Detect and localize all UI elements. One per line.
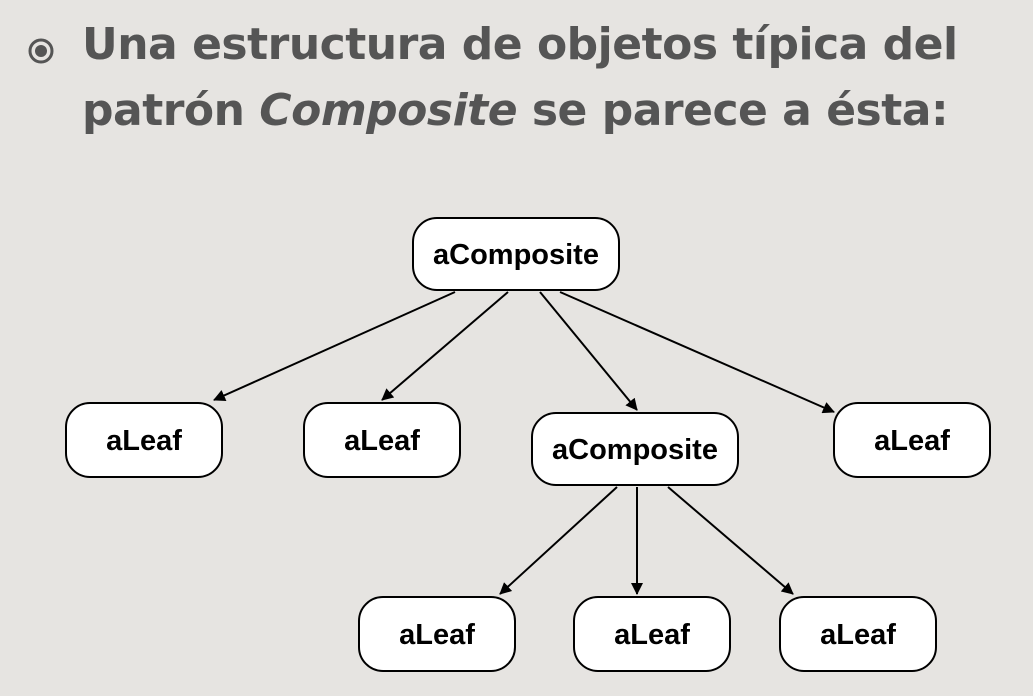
node-leaf1: aLeaf — [65, 402, 223, 478]
node-box — [65, 402, 223, 478]
node-leaf5: aLeaf — [573, 596, 731, 672]
node-root: aComposite — [412, 217, 620, 291]
node-leaf3: aLeaf — [833, 402, 991, 478]
node-label: aLeaf — [874, 425, 950, 457]
node-box — [531, 412, 739, 486]
node-leaf6: aLeaf — [779, 596, 937, 672]
node-box — [833, 402, 991, 478]
node-box — [779, 596, 937, 672]
heading-line2-suffix: se parece a ésta: — [517, 85, 949, 136]
edge-root-to-composite2 — [539, 291, 638, 411]
node-label: aComposite — [552, 434, 718, 466]
node-box — [412, 217, 620, 291]
edge-composite2-to-leaf6 — [667, 486, 794, 595]
node-leaf2: aLeaf — [303, 402, 461, 478]
node-label: aLeaf — [106, 425, 182, 457]
node-box — [303, 402, 461, 478]
edges — [213, 291, 835, 595]
edge-root-to-leaf1 — [213, 291, 456, 401]
edge-root-to-leaf3 — [559, 291, 835, 414]
heading-emphasis: Composite — [259, 85, 518, 136]
node-label: aLeaf — [399, 619, 475, 651]
heading-line1: Una estructura de objetos típica del — [82, 19, 958, 70]
radio-bullet-icon — [28, 38, 54, 64]
heading-text: Una estructura de objetos típica del pat… — [82, 12, 958, 144]
node-label: aLeaf — [344, 425, 420, 457]
edge-root-to-leaf2 — [381, 291, 509, 401]
heading-line2-prefix: patrón — [82, 85, 260, 136]
node-box — [358, 596, 516, 672]
node-composite2: aComposite — [531, 412, 739, 486]
edge-composite2-to-leaf4 — [499, 486, 618, 595]
node-label: aLeaf — [614, 619, 690, 651]
node-label: aLeaf — [820, 619, 896, 651]
node-leaf4: aLeaf — [358, 596, 516, 672]
node-box — [573, 596, 731, 672]
node-label: aComposite — [433, 239, 599, 271]
nodes: aComposite aLeaf aLeaf aComposite aLeaf aLeaf… — [65, 217, 991, 672]
